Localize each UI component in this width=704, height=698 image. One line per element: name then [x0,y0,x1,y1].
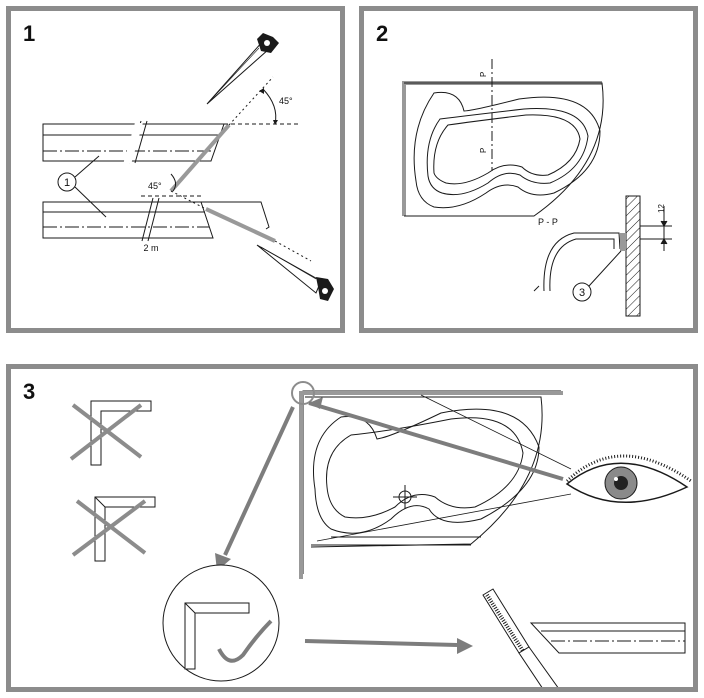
cutting-diagram: 45° 45° 1 2 m [42,33,334,301]
section-top-label: P [479,72,488,77]
filed-profile [529,622,686,654]
angle-arc-bottom [170,173,177,192]
length-label: 2 m [143,243,158,253]
angle-bottom-label: 45° [148,181,162,191]
step-number: 2 [376,21,389,46]
section-detail [533,195,672,317]
file-tool-icon [482,588,559,687]
crossed-corner-icon [69,400,152,466]
sight-line [308,401,564,481]
section-bottom-label: P [479,148,488,153]
next-step-arrow [304,639,458,647]
callout-1-circle [57,172,77,192]
callout-3-label: 3 [579,287,585,299]
step-1-panel: 1 45° 45° [6,6,345,333]
wall-profile [299,391,563,579]
crosshair-icon [393,485,417,509]
bathtub-outline [404,82,604,217]
corner-highlight [291,381,315,405]
alignment-diagram [69,381,692,687]
detail-arrow [223,406,295,556]
step-2-panel: 2 P P P - P 12 3 [359,6,698,333]
profile-section [620,233,626,251]
saw-icon [256,244,334,301]
step-number: 1 [23,21,36,46]
step-number: 3 [23,379,36,404]
corner-detail-icon [162,564,280,682]
bathtub-plan [302,390,561,574]
angle-arc-top [262,88,277,125]
cut-line-upper [169,123,231,193]
angle-top-label: 45° [279,96,293,106]
eye-icon [565,454,692,503]
dimension-label: 12 [657,204,666,213]
bathtub-plan-diagram: P P P - P 12 3 [402,59,672,317]
saw-icon [206,33,279,105]
crossed-corner-icon [71,496,156,562]
callout-1-label: 1 [64,177,70,189]
section-label: P - P [538,217,558,227]
step-3-panel: 3 [6,364,698,692]
cut-line-lower [205,207,276,243]
callout-3-circle [572,282,592,302]
lower-profile [42,197,270,242]
